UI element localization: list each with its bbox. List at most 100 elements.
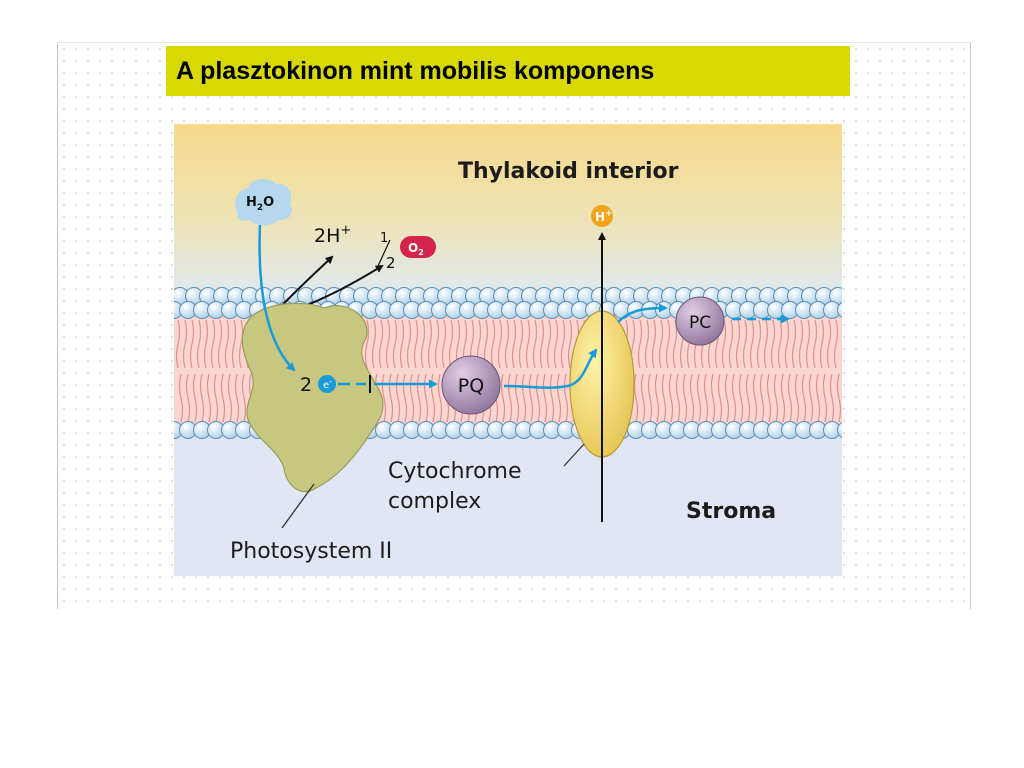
- lipid-head: [837, 301, 842, 319]
- lipid-tail: [815, 373, 821, 423]
- pumped-proton: H+: [591, 205, 613, 227]
- lipid-tail: [665, 319, 671, 369]
- lipid-tail: [752, 373, 758, 423]
- water-label-h: H: [246, 195, 257, 210]
- lipid-tail: [553, 319, 559, 369]
- lipid-heads: [174, 287, 842, 439]
- lipid-tail: [658, 319, 664, 369]
- electron-token: e-: [318, 375, 336, 393]
- lipid-tail: [637, 319, 643, 369]
- lipid-tail: [227, 373, 233, 423]
- electron-flow-path: [258, 223, 790, 390]
- title-box: A plasztokinon mint mobilis komponens: [166, 46, 850, 96]
- lipid-tail: [241, 373, 247, 423]
- svg-text:H+: H+: [595, 209, 613, 224]
- lipid-tail: [199, 373, 205, 423]
- lipid-tail: [763, 319, 769, 369]
- lipid-tail: [633, 373, 639, 423]
- lipid-tail: [682, 373, 688, 423]
- lipid-tail: [563, 373, 569, 423]
- lipid-tail: [689, 373, 695, 423]
- lipid-tail: [546, 319, 552, 369]
- half-denominator: 2: [386, 254, 396, 272]
- pc-label: PC: [689, 313, 711, 333]
- lipid-tail: [416, 373, 422, 423]
- lipid-tail: [703, 373, 709, 423]
- lipid-tail: [385, 319, 391, 369]
- water-label-sub: 2: [257, 203, 263, 213]
- lipid-tail: [217, 319, 223, 369]
- lipid-tail: [672, 319, 678, 369]
- lipid-tail: [738, 373, 744, 423]
- pumped-proton-charge: +: [605, 209, 613, 219]
- lipid-tail: [402, 373, 408, 423]
- lipid-tail: [497, 319, 503, 369]
- cytochrome-label-line1: Cytochrome: [388, 459, 522, 484]
- cytochrome-to-pc-arrow: [617, 303, 668, 323]
- lipid-tail: [500, 373, 506, 423]
- lipid-tail: [710, 373, 716, 423]
- lipid-tail: [728, 319, 734, 369]
- lipid-tail: [780, 373, 786, 423]
- lipid-tail: [490, 319, 496, 369]
- lipid-tail: [567, 319, 573, 369]
- lipid-tail: [220, 373, 226, 423]
- water-label-o: O: [263, 195, 274, 210]
- svg-text:e-: e-: [323, 377, 332, 391]
- lipid-tail: [514, 373, 520, 423]
- lipid-tail: [721, 319, 727, 369]
- lipid-tail: [441, 319, 447, 369]
- lipid-tail: [364, 319, 370, 369]
- lipid-tail: [773, 373, 779, 423]
- lipid-tail: [224, 319, 230, 369]
- lipid-tail: [409, 373, 415, 423]
- lipid-tail: [836, 373, 842, 423]
- lipid-tail: [213, 373, 219, 423]
- pq-to-cytochrome-arrow: [503, 348, 598, 390]
- lipid-tail: [206, 373, 212, 423]
- lipid-tail: [371, 319, 377, 369]
- cytochrome-leader-line: [563, 443, 585, 467]
- electron-transport-diagram: H2O 2H+ 1 2 O2 2 e- H+ PQ PC Thy: [174, 124, 842, 576]
- photosystem-ii-complex: [241, 302, 384, 493]
- plastocyanin: PC: [675, 296, 725, 346]
- lipid-tail: [399, 319, 405, 369]
- lipid-tail: [822, 373, 828, 423]
- electron-symbol: e: [323, 380, 329, 391]
- lipid-tail: [437, 373, 443, 423]
- oxygen-molecule: O2: [400, 236, 436, 258]
- lipid-tail: [231, 319, 237, 369]
- photosystem-label: Photosystem II: [230, 539, 392, 564]
- lipid-tail: [661, 373, 667, 423]
- lipid-tail: [532, 319, 538, 369]
- lipid-tail: [413, 319, 419, 369]
- lipid-tail: [448, 319, 454, 369]
- proton-circle: [591, 205, 613, 227]
- lipid-tail: [770, 319, 776, 369]
- lipid-tail: [182, 319, 188, 369]
- lipid-tail: [423, 373, 429, 423]
- lipid-tail: [756, 319, 762, 369]
- plastoquinone: PQ: [441, 355, 501, 415]
- lipid-tail: [185, 373, 191, 423]
- lipid-tail: [654, 373, 660, 423]
- half-numerator: 1: [380, 231, 388, 246]
- lipid-tail: [392, 319, 398, 369]
- half-slash: [377, 239, 391, 267]
- lipid-tail: [668, 373, 674, 423]
- oxygen-sub: 2: [418, 248, 424, 257]
- lipid-tail: [787, 373, 793, 423]
- lipid-tail: [388, 373, 394, 423]
- lipid-tail: [549, 373, 555, 423]
- lipid-tail: [507, 373, 513, 423]
- lipid-tail: [794, 373, 800, 423]
- lipid-tail: [640, 373, 646, 423]
- lipid-tail: [833, 319, 839, 369]
- pumped-proton-label: H: [595, 210, 605, 224]
- lipid-tail: [192, 373, 198, 423]
- cytochrome-label-line2: complex: [388, 489, 481, 514]
- water-molecule: H2O: [235, 179, 293, 226]
- thylakoid-interior-label: Thylakoid interior: [458, 159, 679, 184]
- lipid-tail: [234, 373, 240, 423]
- lipid-tail: [556, 373, 562, 423]
